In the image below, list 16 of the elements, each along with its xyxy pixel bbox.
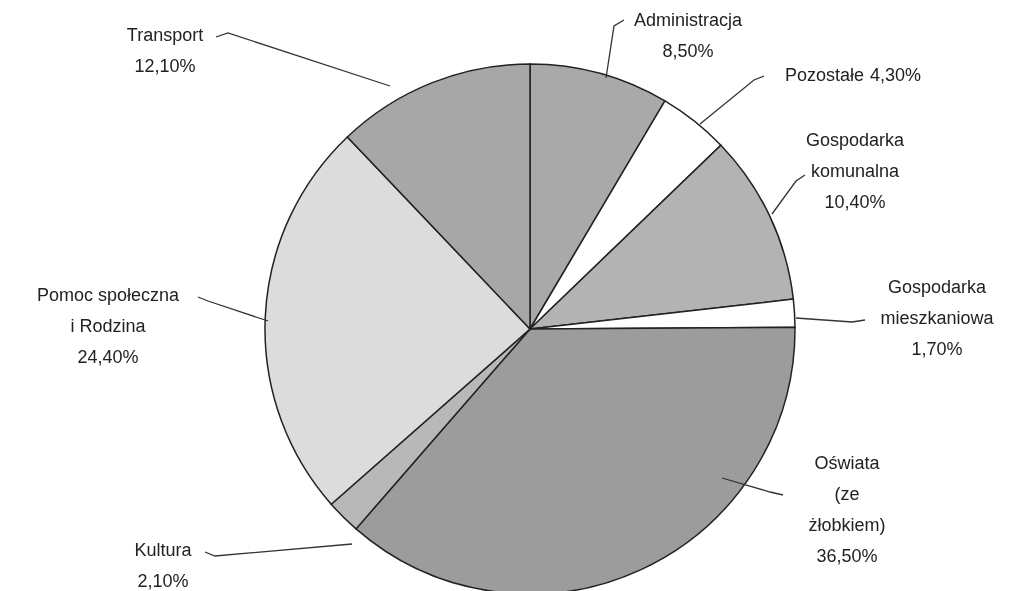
category-label: Oświata (ze żłobkiem) [807, 452, 887, 537]
category-label: Gospodarka mieszkaniowa [879, 276, 995, 330]
value-label: 12,10% [134, 55, 196, 78]
value-label: 10,40% [824, 191, 886, 214]
value-label: 36,50% [816, 545, 878, 568]
value-label: 24,40% [77, 346, 139, 369]
category-label: Administracja [633, 9, 742, 32]
value-label: 4,30% [870, 64, 922, 87]
value-label: 1,70% [911, 338, 963, 361]
value-label: 2,10% [137, 570, 189, 591]
category-label: Gospodarka komunalna [804, 129, 906, 183]
category-label: Kultura [134, 539, 192, 562]
value-label: 8,50% [662, 40, 714, 63]
category-label: Pozostałe [784, 64, 864, 87]
category-label: Pomoc społeczna i Rodzina [35, 284, 181, 338]
category-label: Transport [126, 24, 204, 47]
